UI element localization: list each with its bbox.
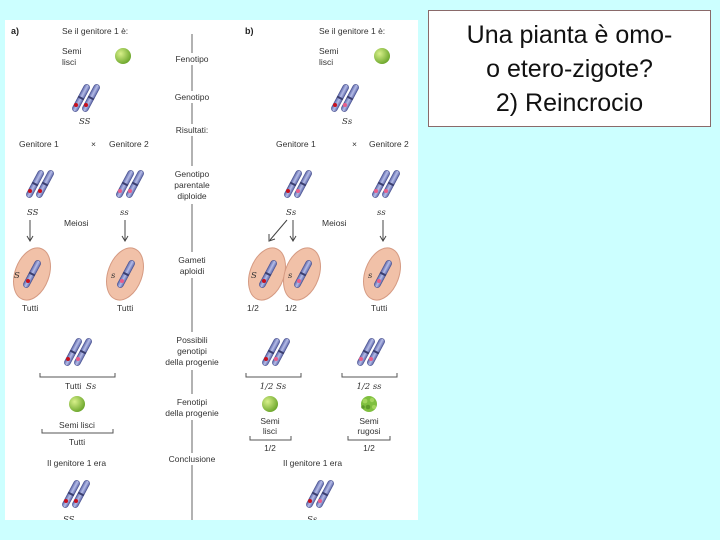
panel-b-header: Se il genitore 1 è:	[319, 26, 385, 36]
label-risultati: Risultati:	[176, 125, 209, 135]
panel-b-meiosis: Meiosi	[322, 218, 347, 228]
bracket	[341, 373, 398, 378]
panel-a-p2-genotype: ss	[120, 208, 129, 218]
panel-b-progeny1-phenotype-2: lisci	[263, 426, 277, 436]
panel-b-seed-label-2: lisci	[319, 57, 333, 67]
smooth-seed-icon	[262, 396, 278, 412]
smooth-seed-icon	[69, 396, 85, 412]
panel-a-conclusion: Il genitore 1 era	[47, 458, 106, 468]
panel-b: Se il genitore 1 è: Semi lisci Ss Genito…	[245, 26, 409, 520]
chromosome-pair-icon	[282, 168, 314, 200]
genetics-figure: a) b) Fenotipo Genotipo Risultati: Genot…	[5, 20, 418, 520]
meiosis-arrow	[268, 219, 288, 242]
chromosome-pair-icon	[114, 168, 146, 200]
label-fenotipi-2: della progenie	[165, 408, 219, 418]
panel-a: Se il genitore 1 è: Semi lisci SS Genito…	[13, 26, 149, 520]
panel-a-gamete-p1: S	[14, 271, 20, 281]
wrinkled-seed-icon	[361, 396, 377, 412]
title-line-1: Una pianta è omo-	[466, 20, 673, 49]
meiosis-arrow	[289, 220, 297, 242]
chromosome-pair-icon	[329, 82, 361, 114]
panel-a-seed-label-1: Semi	[62, 46, 81, 56]
center-labels: Fenotipo Genotipo Risultati: Genotipo pa…	[160, 53, 224, 465]
panel-b-gamete-p1a: S	[251, 271, 257, 281]
panel-b-progeny1-genotype: 1/2 Ss	[260, 382, 287, 392]
label-genotipo: Genotipo	[175, 92, 210, 102]
chromosome-pair-icon	[304, 478, 336, 510]
panel-b-gamete-p2-fraction: Tutti	[371, 303, 387, 313]
panel-b-p2-genotype: ss	[377, 208, 386, 218]
chromosome-pair-icon	[260, 336, 292, 368]
label-possibili-1: Possibili	[176, 335, 207, 345]
panel-b-conclusion: Il genitore 1 era	[283, 458, 342, 468]
panel-a-genotype-top: SS	[79, 117, 91, 127]
panel-a-parent2: Genitore 2	[109, 139, 149, 149]
chromosome-pair-icon	[355, 336, 387, 368]
chromosome-pair-icon	[60, 478, 92, 510]
panel-b-progeny2-genotype: 1/2 ss	[356, 382, 382, 392]
panel-b-progeny2-phenotype-2: rugosi	[357, 426, 380, 436]
panel-b-gamete-p1b: s	[288, 271, 293, 281]
panel-a-progeny-fraction: Tutti	[69, 437, 85, 447]
panel-a-gamete-p1-fraction: Tutti	[22, 303, 38, 313]
panel-b-cross: ×	[352, 139, 357, 149]
bracket	[249, 436, 292, 441]
bracket	[245, 373, 302, 378]
panel-b-gamete-p1b-fraction: 1/2	[285, 303, 297, 313]
panel-a-progeny-genotype-prefix: Tutti	[65, 381, 81, 391]
label-conclusione: Conclusione	[169, 454, 216, 464]
panel-a-label: a)	[11, 26, 19, 36]
label-possibili-3: della progenie	[165, 357, 219, 367]
label-gameti-2: aploidi	[180, 266, 205, 276]
bracket	[41, 429, 114, 434]
panel-b-conclusion-genotype: Ss	[307, 515, 318, 520]
meiosis-arrow	[379, 220, 387, 242]
chromosome-pair-icon	[62, 336, 94, 368]
panel-b-progeny1-phenotype-1: Semi	[260, 416, 279, 426]
panel-b-gamete-p2: s	[368, 271, 373, 281]
panel-a-gamete-p2: s	[111, 271, 116, 281]
bracket	[39, 373, 116, 378]
chromosome-pair-icon	[24, 168, 56, 200]
title-box: Una pianta è omo- o etero-zigote? 2) Rei…	[428, 10, 711, 127]
chromosome-pair-icon	[70, 82, 102, 114]
title-line-3: 2) Reincrocio	[495, 88, 644, 117]
panel-b-genotype-top: Ss	[342, 117, 353, 127]
panel-a-cross: ×	[91, 139, 96, 149]
panel-b-seed-label-1: Semi	[319, 46, 338, 56]
panel-a-p1-genotype: SS	[27, 208, 39, 218]
panel-b-parent1: Genitore 1	[276, 139, 316, 149]
panel-a-meiosis: Meiosi	[64, 218, 89, 228]
label-genotipo-parentale-2: parentale	[174, 180, 210, 190]
panel-a-seed-label-2: lisci	[62, 57, 76, 67]
smooth-seed-icon	[374, 48, 390, 64]
panel-a-conclusion-genotype: SS	[63, 515, 75, 520]
smooth-seed-icon	[115, 48, 131, 64]
label-genotipo-parentale-3: diploide	[177, 191, 207, 201]
panel-a-parent1: Genitore 1	[19, 139, 59, 149]
panel-b-parent2: Genitore 2	[369, 139, 409, 149]
meiosis-arrow	[26, 220, 34, 242]
panel-a-progeny-phenotype: Semi lisci	[59, 420, 95, 430]
label-fenotipo: Fenotipo	[175, 54, 208, 64]
bracket	[347, 436, 391, 441]
slide-title: Una pianta è omo- o etero-zigote? 2) Rei…	[467, 18, 673, 120]
panel-b-progeny2-phenotype-1: Semi	[359, 416, 378, 426]
panel-b-p1-genotype: Ss	[286, 208, 297, 218]
chromosome-pair-icon	[370, 168, 402, 200]
panel-b-progeny1-fraction: 1/2	[264, 443, 276, 453]
label-fenotipi-1: Fenotipi	[177, 397, 207, 407]
backcross-diagram: a) b) Fenotipo Genotipo Risultati: Genot…	[11, 26, 409, 520]
label-possibili-2: genotipi	[177, 346, 207, 356]
panel-b-progeny2-fraction: 1/2	[363, 443, 375, 453]
panel-b-gamete-p1a-fraction: 1/2	[247, 303, 259, 313]
panel-a-header: Se il genitore 1 è:	[62, 26, 128, 36]
panel-a-progeny-genotype: Ss	[86, 382, 97, 392]
label-gameti-1: Gameti	[178, 255, 206, 265]
title-line-2: o etero-zigote?	[486, 54, 653, 83]
meiosis-arrow	[121, 220, 129, 242]
panel-b-label: b)	[245, 26, 254, 36]
label-genotipo-parentale-1: Genotipo	[175, 169, 210, 179]
panel-a-gamete-p2-fraction: Tutti	[117, 303, 133, 313]
